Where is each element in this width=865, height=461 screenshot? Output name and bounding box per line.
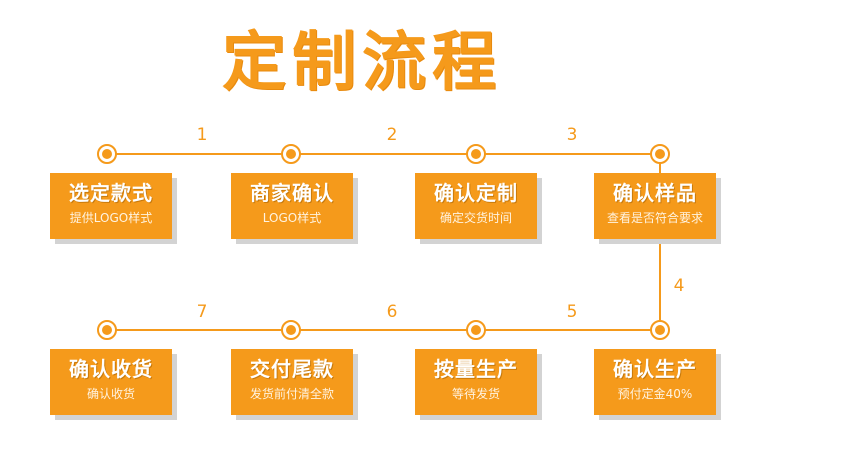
step-subtitle: LOGO样式: [262, 211, 322, 225]
step-card-6: 按量生产 等待发货: [415, 349, 537, 415]
step-title: 按量生产: [434, 357, 518, 381]
step-title: 商家确认: [250, 181, 334, 205]
step-subtitle: 提供LOGO样式: [69, 211, 153, 225]
step-node-2: [281, 144, 301, 164]
step-card-5: 确认生产 预付定金40%: [594, 349, 716, 415]
step-subtitle: 查看是否符合要求: [606, 211, 703, 225]
step-subtitle: 等待发货: [451, 387, 500, 401]
step-node-3: [466, 144, 486, 164]
step-number-3: 3: [566, 125, 578, 145]
step-title: 确认生产: [613, 357, 697, 381]
step-number-5: 5: [566, 302, 578, 322]
step-title: 确认样品: [613, 181, 697, 205]
step-node-7: [281, 320, 301, 340]
step-card-7: 交付尾款 发货前付清全款: [231, 349, 353, 415]
step-subtitle: 确认收货: [86, 387, 135, 401]
step-card-2: 商家确认 LOGO样式: [231, 173, 353, 239]
connector-vertical: [659, 154, 661, 330]
step-subtitle: 确定交货时间: [439, 211, 512, 225]
step-node-1: [97, 144, 117, 164]
step-node-8: [97, 320, 117, 340]
step-card-3: 确认定制 确定交货时间: [415, 173, 537, 239]
step-subtitle: 发货前付清全款: [249, 387, 334, 401]
step-node-6: [466, 320, 486, 340]
step-card-8: 确认收货 确认收货: [50, 349, 172, 415]
step-number-4: 4: [673, 276, 685, 296]
step-card-4: 确认样品 查看是否符合要求: [594, 173, 716, 239]
step-card-1: 选定款式 提供LOGO样式: [50, 173, 172, 239]
step-title: 交付尾款: [250, 357, 334, 381]
step-number-1: 1: [196, 125, 208, 145]
step-subtitle: 预付定金40%: [617, 387, 693, 401]
page-title: 定制流程: [222, 26, 502, 100]
step-number-7: 7: [196, 302, 208, 322]
step-number-2: 2: [386, 125, 398, 145]
step-title: 确认收货: [69, 357, 153, 381]
step-node-4: [650, 144, 670, 164]
step-number-6: 6: [386, 302, 398, 322]
step-node-5: [650, 320, 670, 340]
step-title: 选定款式: [69, 181, 153, 205]
connector-bottom-row: [106, 329, 660, 331]
step-title: 确认定制: [434, 181, 518, 205]
connector-top-row: [106, 153, 660, 155]
